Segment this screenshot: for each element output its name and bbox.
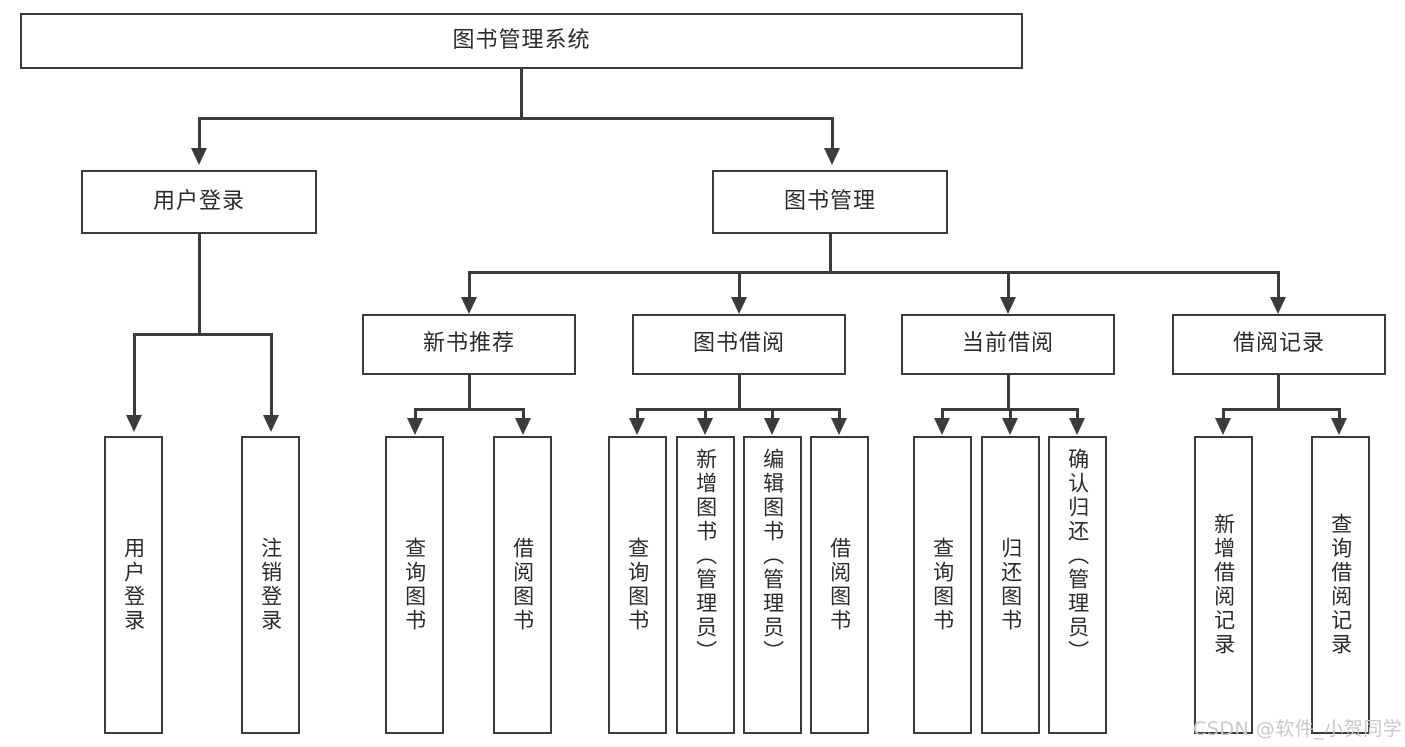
edge-drop-leaf-user-login-2 bbox=[270, 333, 273, 418]
leaf-user-login-login[interactable]: 用户登录 bbox=[104, 436, 163, 734]
leaf-new-book-recommend-query-book[interactable]: 查询图书 bbox=[385, 436, 444, 734]
node-root-book-management-system[interactable]: 图书管理系统 bbox=[20, 13, 1023, 69]
arrow-to-cb-leaf-1 bbox=[934, 418, 950, 435]
arrow-to-cb-leaf-2 bbox=[1002, 418, 1018, 435]
edge-drop-new-book-recommend bbox=[468, 271, 471, 301]
edge-book-borrow-bus bbox=[636, 408, 841, 411]
arrow-to-bb-leaf-4 bbox=[831, 418, 847, 435]
arrow-to-bb-leaf-1 bbox=[629, 418, 645, 435]
edge-level3-bus bbox=[468, 271, 1280, 274]
edge-drop-bb-leaf-4 bbox=[838, 408, 841, 422]
edge-user-login-stem bbox=[198, 234, 201, 335]
edge-drop-cb-leaf-2 bbox=[1009, 408, 1012, 422]
leaf-borrow-record-add-record[interactable]: 新增借阅记录 bbox=[1194, 436, 1253, 734]
leaf-current-borrow-query-book[interactable]: 查询图书 bbox=[913, 436, 972, 734]
arrow-to-leaf-user-login-2 bbox=[263, 415, 279, 432]
arrow-to-leaf-user-login-1 bbox=[126, 415, 142, 432]
node-book-management[interactable]: 图书管理 bbox=[712, 170, 948, 234]
edge-drop-bb-leaf-1 bbox=[636, 408, 639, 422]
edge-drop-user-login bbox=[198, 117, 201, 151]
edge-borrow-record-stem bbox=[1277, 375, 1280, 410]
leaf-borrow-record-query-record[interactable]: 查询借阅记录 bbox=[1311, 436, 1370, 734]
leaf-current-borrow-return-book[interactable]: 归还图书 bbox=[981, 436, 1040, 734]
node-new-book-recommend[interactable]: 新书推荐 bbox=[362, 314, 576, 375]
edge-drop-br-leaf-1 bbox=[1222, 408, 1225, 422]
edge-drop-leaf-user-login-1 bbox=[133, 333, 136, 418]
edge-drop-bb-leaf-2 bbox=[704, 408, 707, 422]
leaf-new-book-recommend-borrow-book[interactable]: 借阅图书 bbox=[493, 436, 552, 734]
edge-drop-book-management bbox=[831, 117, 834, 151]
leaf-user-login-logout[interactable]: 注销登录 bbox=[241, 436, 300, 734]
arrow-to-nbr-leaf-1 bbox=[407, 418, 423, 435]
edge-drop-br-leaf-2 bbox=[1338, 408, 1341, 422]
edge-root-stem bbox=[520, 69, 523, 118]
node-book-borrow[interactable]: 图书借阅 bbox=[632, 314, 846, 375]
edge-borrow-record-bus bbox=[1222, 408, 1341, 411]
csdn-watermark: CSDN @软件_小贺同学 bbox=[1193, 718, 1403, 740]
edge-drop-current-borrow bbox=[1007, 271, 1010, 301]
arrow-to-br-leaf-1 bbox=[1215, 418, 1231, 435]
edge-book-borrow-stem bbox=[738, 375, 741, 410]
edge-drop-borrow-record bbox=[1277, 271, 1280, 301]
node-user-login[interactable]: 用户登录 bbox=[81, 170, 317, 234]
arrow-to-book-borrow bbox=[731, 297, 747, 314]
edge-new-book-recommend-bus bbox=[414, 408, 525, 411]
edge-current-borrow-stem bbox=[1007, 375, 1010, 410]
edge-drop-cb-leaf-1 bbox=[941, 408, 944, 422]
leaf-book-borrow-query-book[interactable]: 查询图书 bbox=[608, 436, 667, 734]
leaf-book-borrow-borrow-book[interactable]: 借阅图书 bbox=[810, 436, 869, 734]
arrow-to-bb-leaf-2 bbox=[697, 418, 713, 435]
leaf-book-borrow-add-book-admin[interactable]: 新增图书（管理员） bbox=[676, 436, 735, 734]
arrow-to-nbr-leaf-2 bbox=[515, 418, 531, 435]
node-borrow-record[interactable]: 借阅记录 bbox=[1172, 314, 1386, 375]
arrow-to-current-borrow bbox=[1000, 297, 1016, 314]
edge-drop-bb-leaf-3 bbox=[771, 408, 774, 422]
edge-root-bus bbox=[198, 117, 834, 120]
edge-drop-nbr-leaf-2 bbox=[522, 408, 525, 422]
leaf-current-borrow-confirm-return-admin[interactable]: 确认归还（管理员） bbox=[1048, 436, 1107, 734]
node-current-borrow[interactable]: 当前借阅 bbox=[901, 314, 1115, 375]
arrow-to-borrow-record bbox=[1270, 297, 1286, 314]
edge-new-book-recommend-stem bbox=[468, 375, 471, 410]
arrow-to-new-book-recommend bbox=[461, 297, 477, 314]
edge-user-login-bus bbox=[133, 333, 273, 336]
edge-book-management-stem bbox=[829, 233, 832, 273]
edge-drop-book-borrow bbox=[738, 271, 741, 301]
arrow-to-br-leaf-2 bbox=[1331, 418, 1347, 435]
arrow-to-book-management bbox=[824, 148, 840, 165]
leaf-book-borrow-edit-book-admin[interactable]: 编辑图书（管理员） bbox=[743, 436, 802, 734]
arrow-to-cb-leaf-3 bbox=[1069, 418, 1085, 435]
edge-drop-nbr-leaf-1 bbox=[414, 408, 417, 422]
arrow-to-user-login bbox=[191, 148, 207, 165]
arrow-to-bb-leaf-3 bbox=[764, 418, 780, 435]
edge-drop-cb-leaf-3 bbox=[1076, 408, 1079, 422]
